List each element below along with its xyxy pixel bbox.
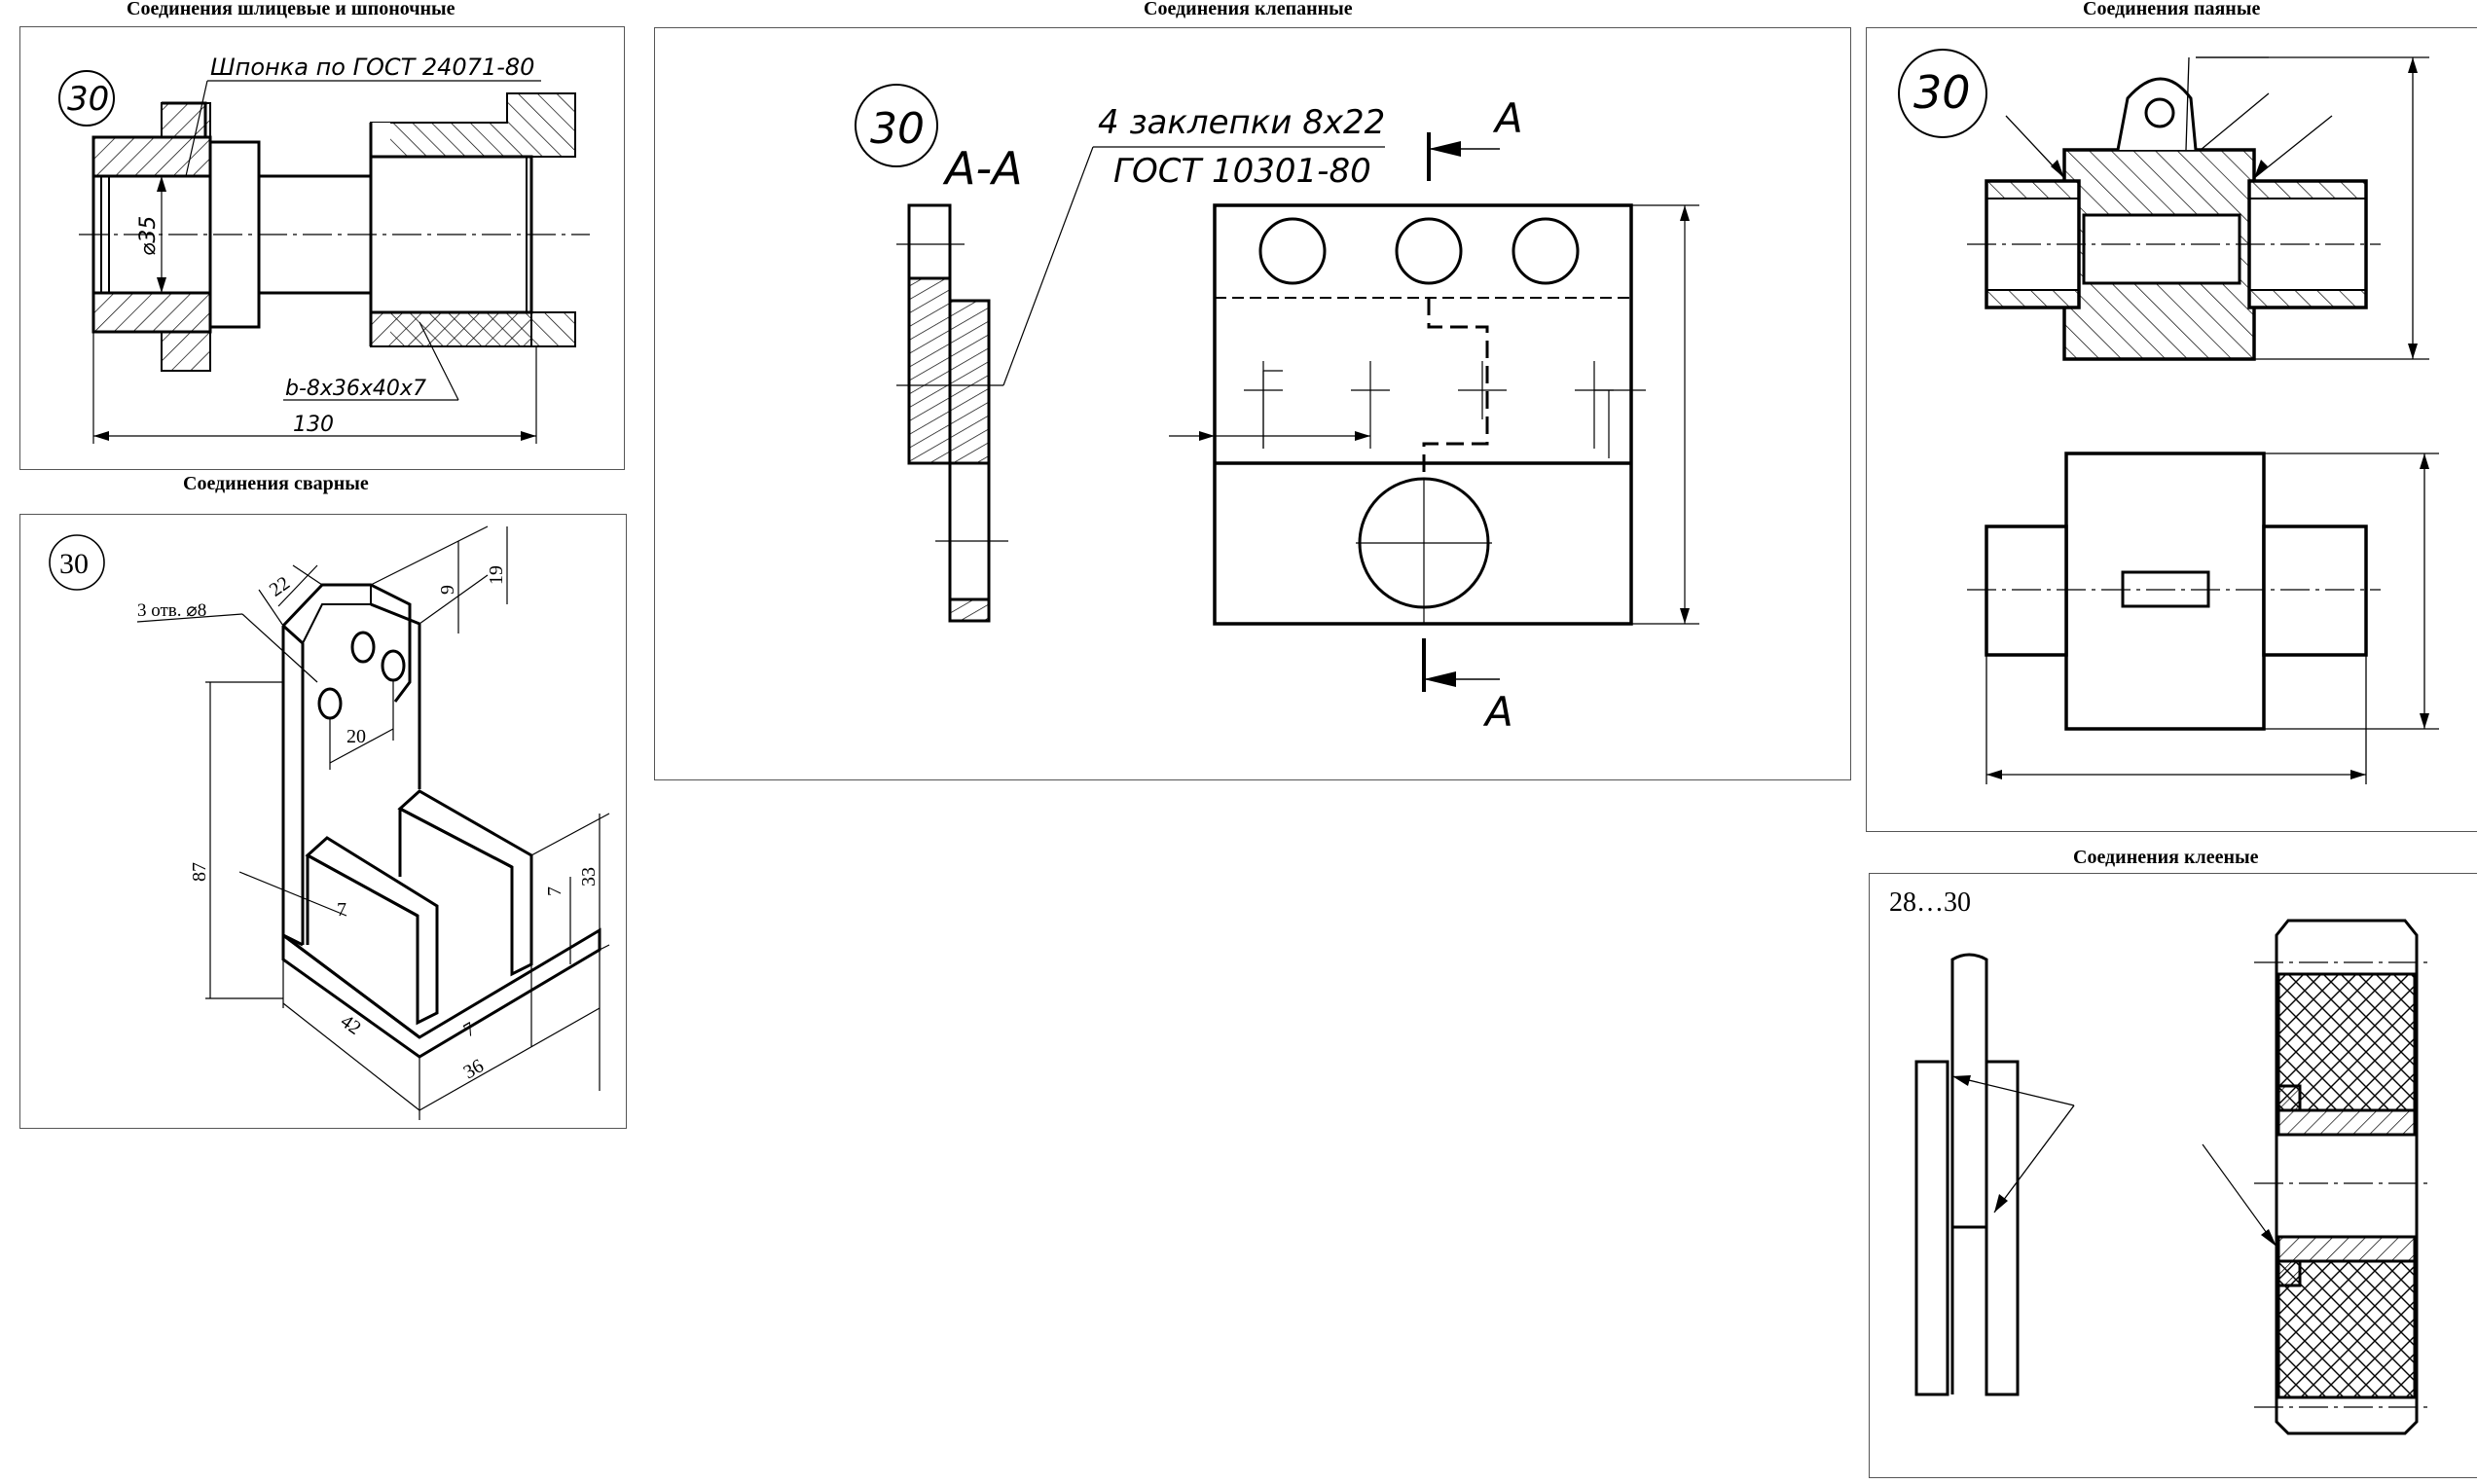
title-spline: Соединения шлицевые и шпоночные — [127, 0, 455, 19]
solder-drawing: 30 — [1898, 49, 2439, 784]
title-glue: Соединения клееные — [2073, 847, 2259, 868]
panel-spline: 30 ⌀35 Шпонка по ГОСТ 24071-80 b-8x36x40… — [19, 26, 625, 470]
weld-variant: 30 — [59, 548, 89, 580]
rivet-cut-bottom: А — [1482, 688, 1513, 736]
title-weld: Соединения сварные — [183, 473, 369, 494]
title-solder: Соединения паяные — [2083, 0, 2261, 19]
weld-holes-label: 3 отв. ⌀8 — [137, 600, 206, 621]
weld-dim-33: 33 — [578, 867, 600, 887]
rivet-label-line2: ГОСТ 10301-80 — [1113, 152, 1371, 191]
spline-spec: b-8x36x40x7 — [285, 377, 426, 401]
weld-dim-9: 9 — [437, 585, 458, 595]
weld-dim-87: 87 — [189, 862, 210, 882]
rivet-variant: 30 — [870, 104, 925, 154]
rivet-section-label: А-А — [942, 142, 1023, 195]
glue-variant: 28…30 — [1889, 887, 1971, 918]
weld-drawing: 30 22 9 19 20 87 — [49, 525, 610, 1120]
panel-glue: 28…30 — [1869, 873, 2477, 1478]
weld-dim-7b: 7 — [544, 887, 565, 896]
weld-dim-22: 22 — [266, 572, 294, 600]
panel-solder: 30 — [1866, 27, 2477, 832]
weld-dim-19: 19 — [486, 565, 507, 585]
spline-variant: 30 — [67, 80, 109, 119]
spline-key-label: Шпонка по ГОСТ 24071-80 — [210, 54, 534, 81]
glue-drawing: 28…30 — [1889, 887, 2429, 1435]
spline-diameter: ⌀35 — [136, 216, 161, 256]
rivet-label-line1: 4 заклепки 8x22 — [1098, 103, 1385, 142]
solder-variant: 30 — [1913, 66, 1971, 119]
weld-dim-7a: 7 — [337, 899, 346, 921]
rivet-cut-top: А — [1492, 94, 1523, 142]
weld-dim-36: 36 — [460, 1055, 488, 1083]
panel-weld: 30 22 9 19 20 87 — [19, 514, 627, 1129]
rivet-drawing: 30 А-А 4 заклепки 8x22 ГОСТ 10301-80 — [855, 84, 1699, 736]
panel-rivet: 30 А-А 4 заклепки 8x22 ГОСТ 10301-80 — [654, 27, 1851, 780]
weld-dim-20: 20 — [346, 726, 366, 747]
spline-length: 130 — [293, 413, 334, 437]
spline-drawing: 30 ⌀35 Шпонка по ГОСТ 24071-80 b-8x36x40… — [58, 54, 590, 444]
title-rivet: Соединения клепанные — [1144, 0, 1353, 19]
